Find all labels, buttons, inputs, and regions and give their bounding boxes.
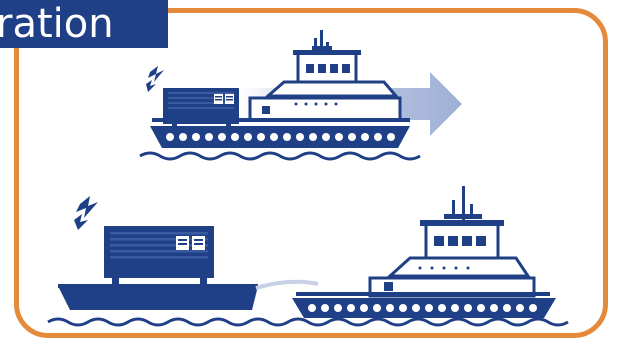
top-scene [140,30,462,159]
water-waves-icon [48,319,568,325]
tow-line-icon [256,282,318,288]
barge-icon [58,284,258,310]
water-waves-icon [140,153,420,159]
page-title: ration [0,0,168,48]
bottom-scene [48,186,568,325]
lightning-icon [146,66,164,92]
tugboat-icon [292,186,556,318]
generator-icon [163,88,239,129]
generator-icon [104,226,214,286]
lightning-icon [74,196,98,230]
